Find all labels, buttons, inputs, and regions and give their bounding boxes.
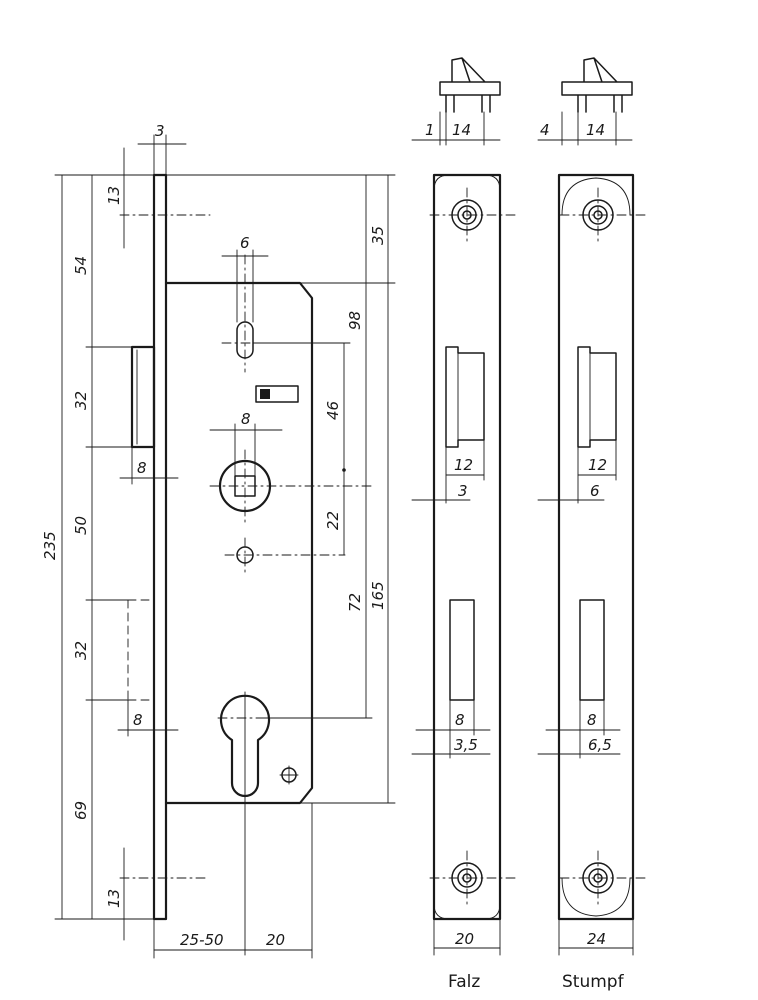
dim-spindle-to-pin: 22 <box>324 511 342 530</box>
dim-case-to-spindle: 98 <box>346 311 364 330</box>
dim-slot-to-spindle: 46 <box>324 401 342 420</box>
switch <box>255 385 299 403</box>
falz-plate-width: 20 <box>455 930 474 948</box>
latch <box>130 345 156 449</box>
dim-case-height: 165 <box>369 581 387 610</box>
bolt <box>127 599 155 701</box>
stumpf-latch-opening <box>577 346 617 448</box>
stumpf-view: 4 14 12 6 8 6,5 <box>537 57 649 992</box>
dim-total-height: 235 <box>41 531 59 560</box>
falz-plate <box>432 173 502 921</box>
stumpf-caption: Stumpf <box>562 972 625 992</box>
falz-latch-opening <box>445 346 485 448</box>
falz-top-width: 14 <box>452 121 471 139</box>
falz-view: 1 14 12 3 8 3,5 <box>411 57 516 992</box>
falz-bolt-opening <box>449 599 475 701</box>
stumpf-latch-offset: 6 <box>590 482 600 500</box>
dim-top-to-case: 35 <box>369 226 387 245</box>
falz-latch-offset: 3 <box>458 482 468 500</box>
stumpf-bolt-opening <box>579 599 605 701</box>
stumpf-top-profile <box>561 57 633 113</box>
stumpf-bolt-offset: 6,5 <box>588 736 612 754</box>
dim-latch-to-bolt: 50 <box>72 516 90 535</box>
lock-case <box>164 281 314 805</box>
dim-top-to-latch: 54 <box>72 256 90 275</box>
dim-latch-height: 32 <box>72 391 90 410</box>
dim-latch-projection: 8 <box>137 459 147 477</box>
dim-spindle-to-cylinder: 72 <box>346 593 364 612</box>
falz-top-offset: 1 <box>425 121 435 139</box>
dim-faceplate: 3 <box>155 122 165 140</box>
dim-bottom-screw: 13 <box>105 889 123 908</box>
faceplate <box>152 173 168 921</box>
stumpf-latch-width: 12 <box>588 456 607 474</box>
dim-spindle-width: 8 <box>241 410 251 428</box>
falz-top-profile <box>439 57 501 113</box>
dim-slot-width: 6 <box>240 234 250 252</box>
stumpf-bolt-width: 8 <box>587 711 597 729</box>
falz-caption: Falz <box>448 972 480 992</box>
dim-backset: 25-50 <box>180 931 224 949</box>
main-dimensions: 235 54 32 50 32 69 13 13 3 8 8 6 <box>41 122 396 959</box>
dim-cylinder-offset: 20 <box>266 931 285 949</box>
stumpf-top-offset: 4 <box>540 121 550 139</box>
dim-top-screw: 13 <box>105 186 123 205</box>
falz-latch-width: 12 <box>454 456 473 474</box>
dim-bolt-projection: 8 <box>133 711 143 729</box>
stumpf-top-width: 14 <box>586 121 605 139</box>
stumpf-plate <box>557 173 635 921</box>
lock-side-view <box>119 173 373 956</box>
dim-bolt-height: 32 <box>72 641 90 660</box>
dim-bolt-to-bottom: 69 <box>72 801 90 820</box>
stumpf-plate-width: 24 <box>587 930 606 948</box>
falz-bolt-width: 8 <box>455 711 465 729</box>
falz-bolt-offset: 3,5 <box>454 736 478 754</box>
